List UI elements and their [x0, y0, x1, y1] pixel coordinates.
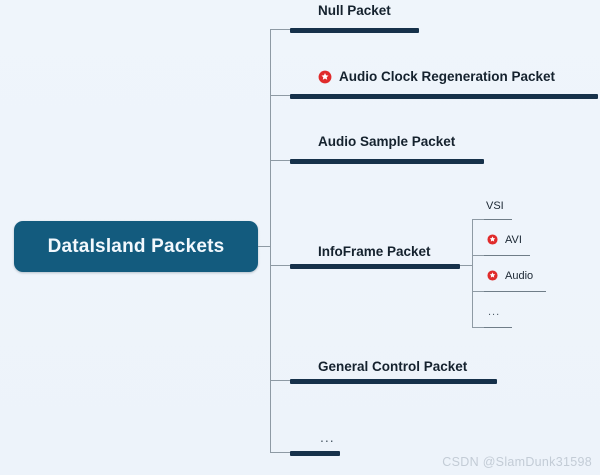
subbranch-underline-audio	[484, 291, 546, 292]
branch-underline-audio-clock-regeneration-packet	[290, 94, 598, 99]
subtree-connector-stub	[460, 265, 473, 266]
red-star-badge-icon	[487, 234, 498, 245]
root-connector-stub	[258, 246, 271, 247]
branch-connector-4	[270, 380, 291, 381]
subbranch-underline-vsi	[484, 219, 512, 220]
branch-connector-2	[270, 160, 291, 161]
branch-underline-audio-sample-packet	[290, 159, 484, 164]
branch-label-infoframe-packet[interactable]: InfoFrame Packet	[318, 244, 431, 259]
sub-label-ellipsis[interactable]: ...	[488, 306, 501, 318]
branch-label-null-packet[interactable]: Null Packet	[318, 3, 391, 18]
sub-label-avi[interactable]: AVI	[505, 234, 522, 246]
sub-label-audio[interactable]: Audio	[505, 270, 534, 282]
root-node-label: DataIsland Packets	[47, 235, 225, 257]
branch-label-general-control-packet[interactable]: General Control Packet	[318, 359, 468, 374]
red-star-badge-icon	[487, 270, 498, 281]
branch-connector-3	[270, 265, 291, 266]
root-node[interactable]: DataIsland Packets	[14, 221, 258, 272]
branch-connector-0	[270, 29, 291, 30]
branch-label-audio-clock-regeneration-packet[interactable]: Audio Clock Regeneration Packet	[339, 69, 556, 84]
branch-connector-5	[270, 452, 291, 453]
subbranch-connector-3	[472, 327, 484, 328]
branch-underline-ellipsis	[290, 451, 340, 456]
subtree-spine	[472, 219, 473, 327]
branch-label-audio-sample-packet[interactable]: Audio Sample Packet	[318, 134, 456, 149]
branch-underline-null-packet	[290, 28, 419, 33]
branch-label-ellipsis[interactable]: ...	[320, 429, 335, 445]
sub-label-vsi[interactable]: VSI	[486, 200, 504, 212]
subbranch-connector-1	[472, 255, 484, 256]
subbranch-underline-ellipsis	[484, 327, 512, 328]
red-star-badge-icon	[318, 70, 332, 84]
watermark: CSDN @SlamDunk31598	[442, 455, 592, 469]
subbranch-connector-2	[472, 291, 484, 292]
branch-connector-1	[270, 95, 291, 96]
subbranch-connector-0	[472, 219, 484, 220]
subbranch-underline-avi	[484, 255, 530, 256]
branch-underline-general-control-packet	[290, 379, 497, 384]
branch-underline-infoframe-packet	[290, 264, 460, 269]
main-spine	[270, 29, 271, 453]
